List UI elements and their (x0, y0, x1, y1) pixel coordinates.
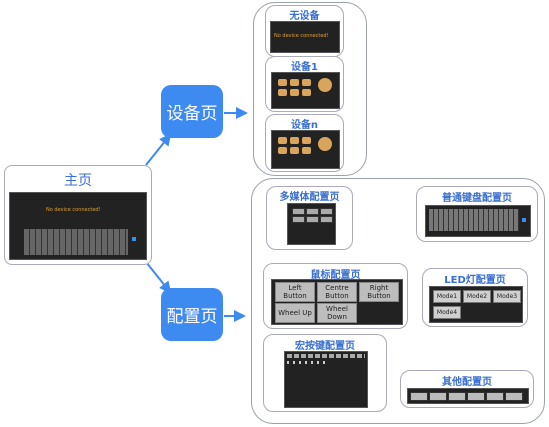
other-btn-1 (410, 392, 428, 401)
other-config-card: 其他配置页 (400, 370, 534, 408)
device1-knob (318, 78, 332, 92)
led-config-title: LED灯配置页 (444, 275, 506, 286)
led-mode-4: Mode4 (433, 306, 461, 319)
keyboard-blue-key (522, 218, 526, 222)
media-config-title: 多媒体配置页 (279, 192, 340, 203)
no-device-message: No device connected! (274, 33, 329, 39)
keyboard-config-title: 普通键盘配置页 (442, 193, 512, 204)
other-btn-4 (467, 392, 485, 401)
mouse-btn-wheel-up: Wheel Up (275, 303, 315, 323)
device1-screen (271, 72, 340, 109)
config-page-node: 配置页 (161, 288, 223, 341)
led-mode-2: Mode2 (463, 290, 491, 303)
device-n-title: 设备n (290, 120, 319, 131)
other-btn-6 (505, 392, 523, 401)
keyboard-config-card: 普通键盘配置页 (416, 186, 538, 242)
mouse-btn-centre: Centre Button (317, 282, 357, 302)
device-n-key-6 (302, 147, 311, 154)
macro-config-title: 宏按键配置页 (295, 341, 355, 352)
device1-title: 设备1 (291, 62, 318, 73)
led-mode-3: Mode3 (493, 290, 521, 303)
no-device-title: 无设备 (289, 11, 320, 22)
device-n-screen (271, 130, 340, 169)
mouse-config-screen: Left Button Centre Button Right Button W… (271, 279, 403, 325)
other-config-title: 其他配置页 (442, 377, 492, 388)
main-page-screenshot: No device connected! (9, 192, 147, 260)
device-n-key-4 (278, 147, 287, 154)
macro-event-row (287, 361, 327, 364)
other-btn-5 (486, 392, 504, 401)
device1-card: 设备1 (265, 56, 344, 112)
device1-key-2 (290, 79, 299, 86)
device1-key-6 (302, 89, 311, 96)
mouse-btn-right: Right Button (359, 282, 399, 302)
macro-config-screen (284, 351, 368, 408)
led-config-card: LED灯配置页 Mode1 Mode2 Mode3 Mode4 (422, 268, 528, 327)
media-btn-2 (306, 208, 319, 215)
keyboard-config-screen (425, 205, 531, 237)
device-n-knob (318, 137, 332, 151)
device-n-key-2 (290, 137, 299, 144)
main-page-card: 主页 No device connected! (4, 165, 152, 265)
device1-key-4 (278, 89, 287, 96)
other-btn-2 (429, 392, 447, 401)
main-blue-key (132, 237, 136, 241)
device-n-key-1 (278, 137, 287, 144)
macro-key-row (287, 354, 365, 358)
no-device-card: 无设备 No device connected! (265, 5, 344, 57)
main-page-title: 主页 (64, 173, 92, 189)
media-config-screen (287, 203, 336, 245)
device-n-key-3 (302, 137, 311, 144)
mouse-config-card: 鼠标配置页 Left Button Centre Button Right Bu… (263, 263, 408, 329)
media-config-card: 多媒体配置页 (266, 186, 353, 250)
media-btn-5 (306, 216, 319, 223)
no-device-screen: No device connected! (270, 21, 340, 53)
media-btn-4 (292, 216, 305, 223)
mouse-config-title: 鼠标配置页 (310, 270, 361, 281)
arrow-main-to-config (145, 261, 172, 294)
macro-config-card: 宏按键配置页 (263, 334, 387, 412)
led-config-screen: Mode1 Mode2 Mode3 Mode4 (429, 286, 523, 323)
led-mode-1: Mode1 (433, 290, 461, 303)
keyboard-keys (429, 209, 519, 231)
mouse-btn-left: Left Button (275, 282, 315, 302)
device-n-card: 设备n (265, 114, 344, 172)
mouse-btn-wheel-down: Wheel Down (317, 303, 357, 323)
device1-key-5 (290, 89, 299, 96)
other-btn-3 (448, 392, 466, 401)
device-page-node: 设备页 (161, 85, 223, 138)
main-keyboard (24, 229, 128, 255)
device1-key-1 (278, 79, 287, 86)
arrow-main-to-device (145, 133, 172, 166)
media-btn-3 (320, 208, 333, 215)
main-no-device-text: No device connected! (46, 207, 101, 213)
media-btn-6 (320, 216, 333, 223)
other-config-screen (407, 388, 529, 404)
device1-key-3 (302, 79, 311, 86)
media-btn-1 (292, 208, 305, 215)
device-n-key-5 (290, 147, 299, 154)
